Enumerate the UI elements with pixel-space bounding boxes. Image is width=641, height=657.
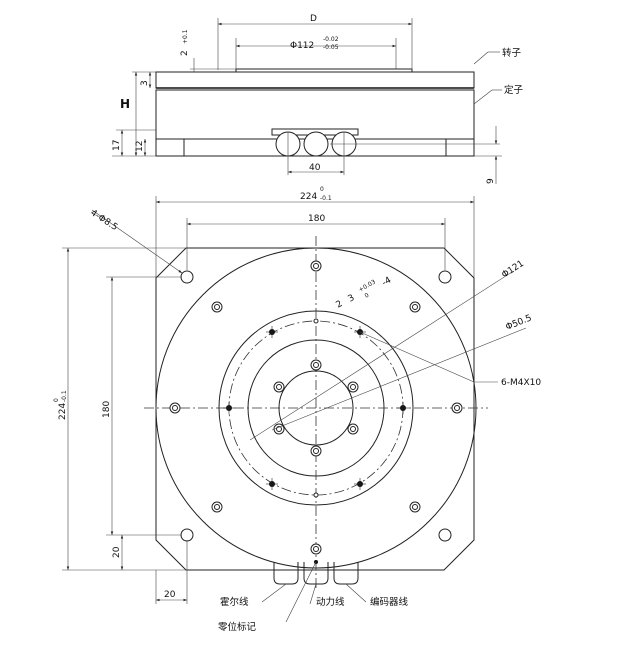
side-view: D Φ112 -0.02 -0.05 2 +0.1 3 H 17 12 40 [112,14,524,184]
front-view: 224 0 -0.1 180 4-Φ8.5 224 0 -0.1 180 20 … [53,186,541,633]
tol-depth-lower: -4 [381,275,394,288]
dim-12: 12 [135,141,145,152]
corner-hole-tr [438,270,452,284]
dim-224-top: 224 [300,192,317,202]
label-power: 动力线 [316,596,345,608]
tol-phi112-lower: -0.05 [323,44,339,51]
label-encoder: 编码器线 [370,596,409,608]
corner-hole-br [438,528,452,542]
dim-20-left: 20 [112,546,122,558]
dim-180-top: 180 [308,214,325,224]
dim-phi121: Φ121 [500,259,526,281]
label-hall: 霍尔线 [220,596,249,608]
dim-2: 2 [180,50,190,56]
outer-bolt-holes [169,260,463,555]
tol-224-left-upper: 0 [53,398,60,402]
mounting-plate [155,247,475,571]
dim-depth-2: 2 [335,299,345,311]
cable-gland-2 [303,131,329,157]
tol-depth-zero: 0 [364,292,371,300]
tol-phi112-upper: -0.02 [323,36,339,43]
tol-224-left-lower: -0.1 [61,390,68,402]
corner-hole-tl [180,270,194,284]
dim-phi50-5: Φ50.5 [504,313,533,332]
dim-180-left: 180 [102,401,112,418]
label-zero: 零位标记 [218,621,257,633]
dim-9: 9 [486,178,496,184]
tol-2: +0.1 [182,29,189,44]
dim-phi112: Φ112 [290,41,314,51]
dim-224-left: 224 [58,403,68,420]
dim-20-bottom: 20 [164,590,176,600]
dim-thread: 6-M4X10 [501,378,541,388]
rotor-body [155,71,475,89]
dim-d: D [310,14,317,24]
tol-224-top-upper: 0 [320,186,324,193]
label-stator: 定子 [504,84,524,96]
dim-17: 17 [112,140,122,151]
dim-3: 3 [140,80,150,86]
tol-depth-upper: +0.03 [358,278,378,293]
tol-224-top-lower: -0.1 [320,195,332,202]
dim-depth-3: 3 [347,293,357,305]
dim-hole-note: 4-Φ8.5 [88,208,119,233]
label-rotor: 转子 [502,47,522,59]
rotor-boss [235,68,413,73]
dim-h: H [120,97,130,111]
corner-hole-bl [180,528,194,542]
dim-40: 40 [309,163,321,173]
